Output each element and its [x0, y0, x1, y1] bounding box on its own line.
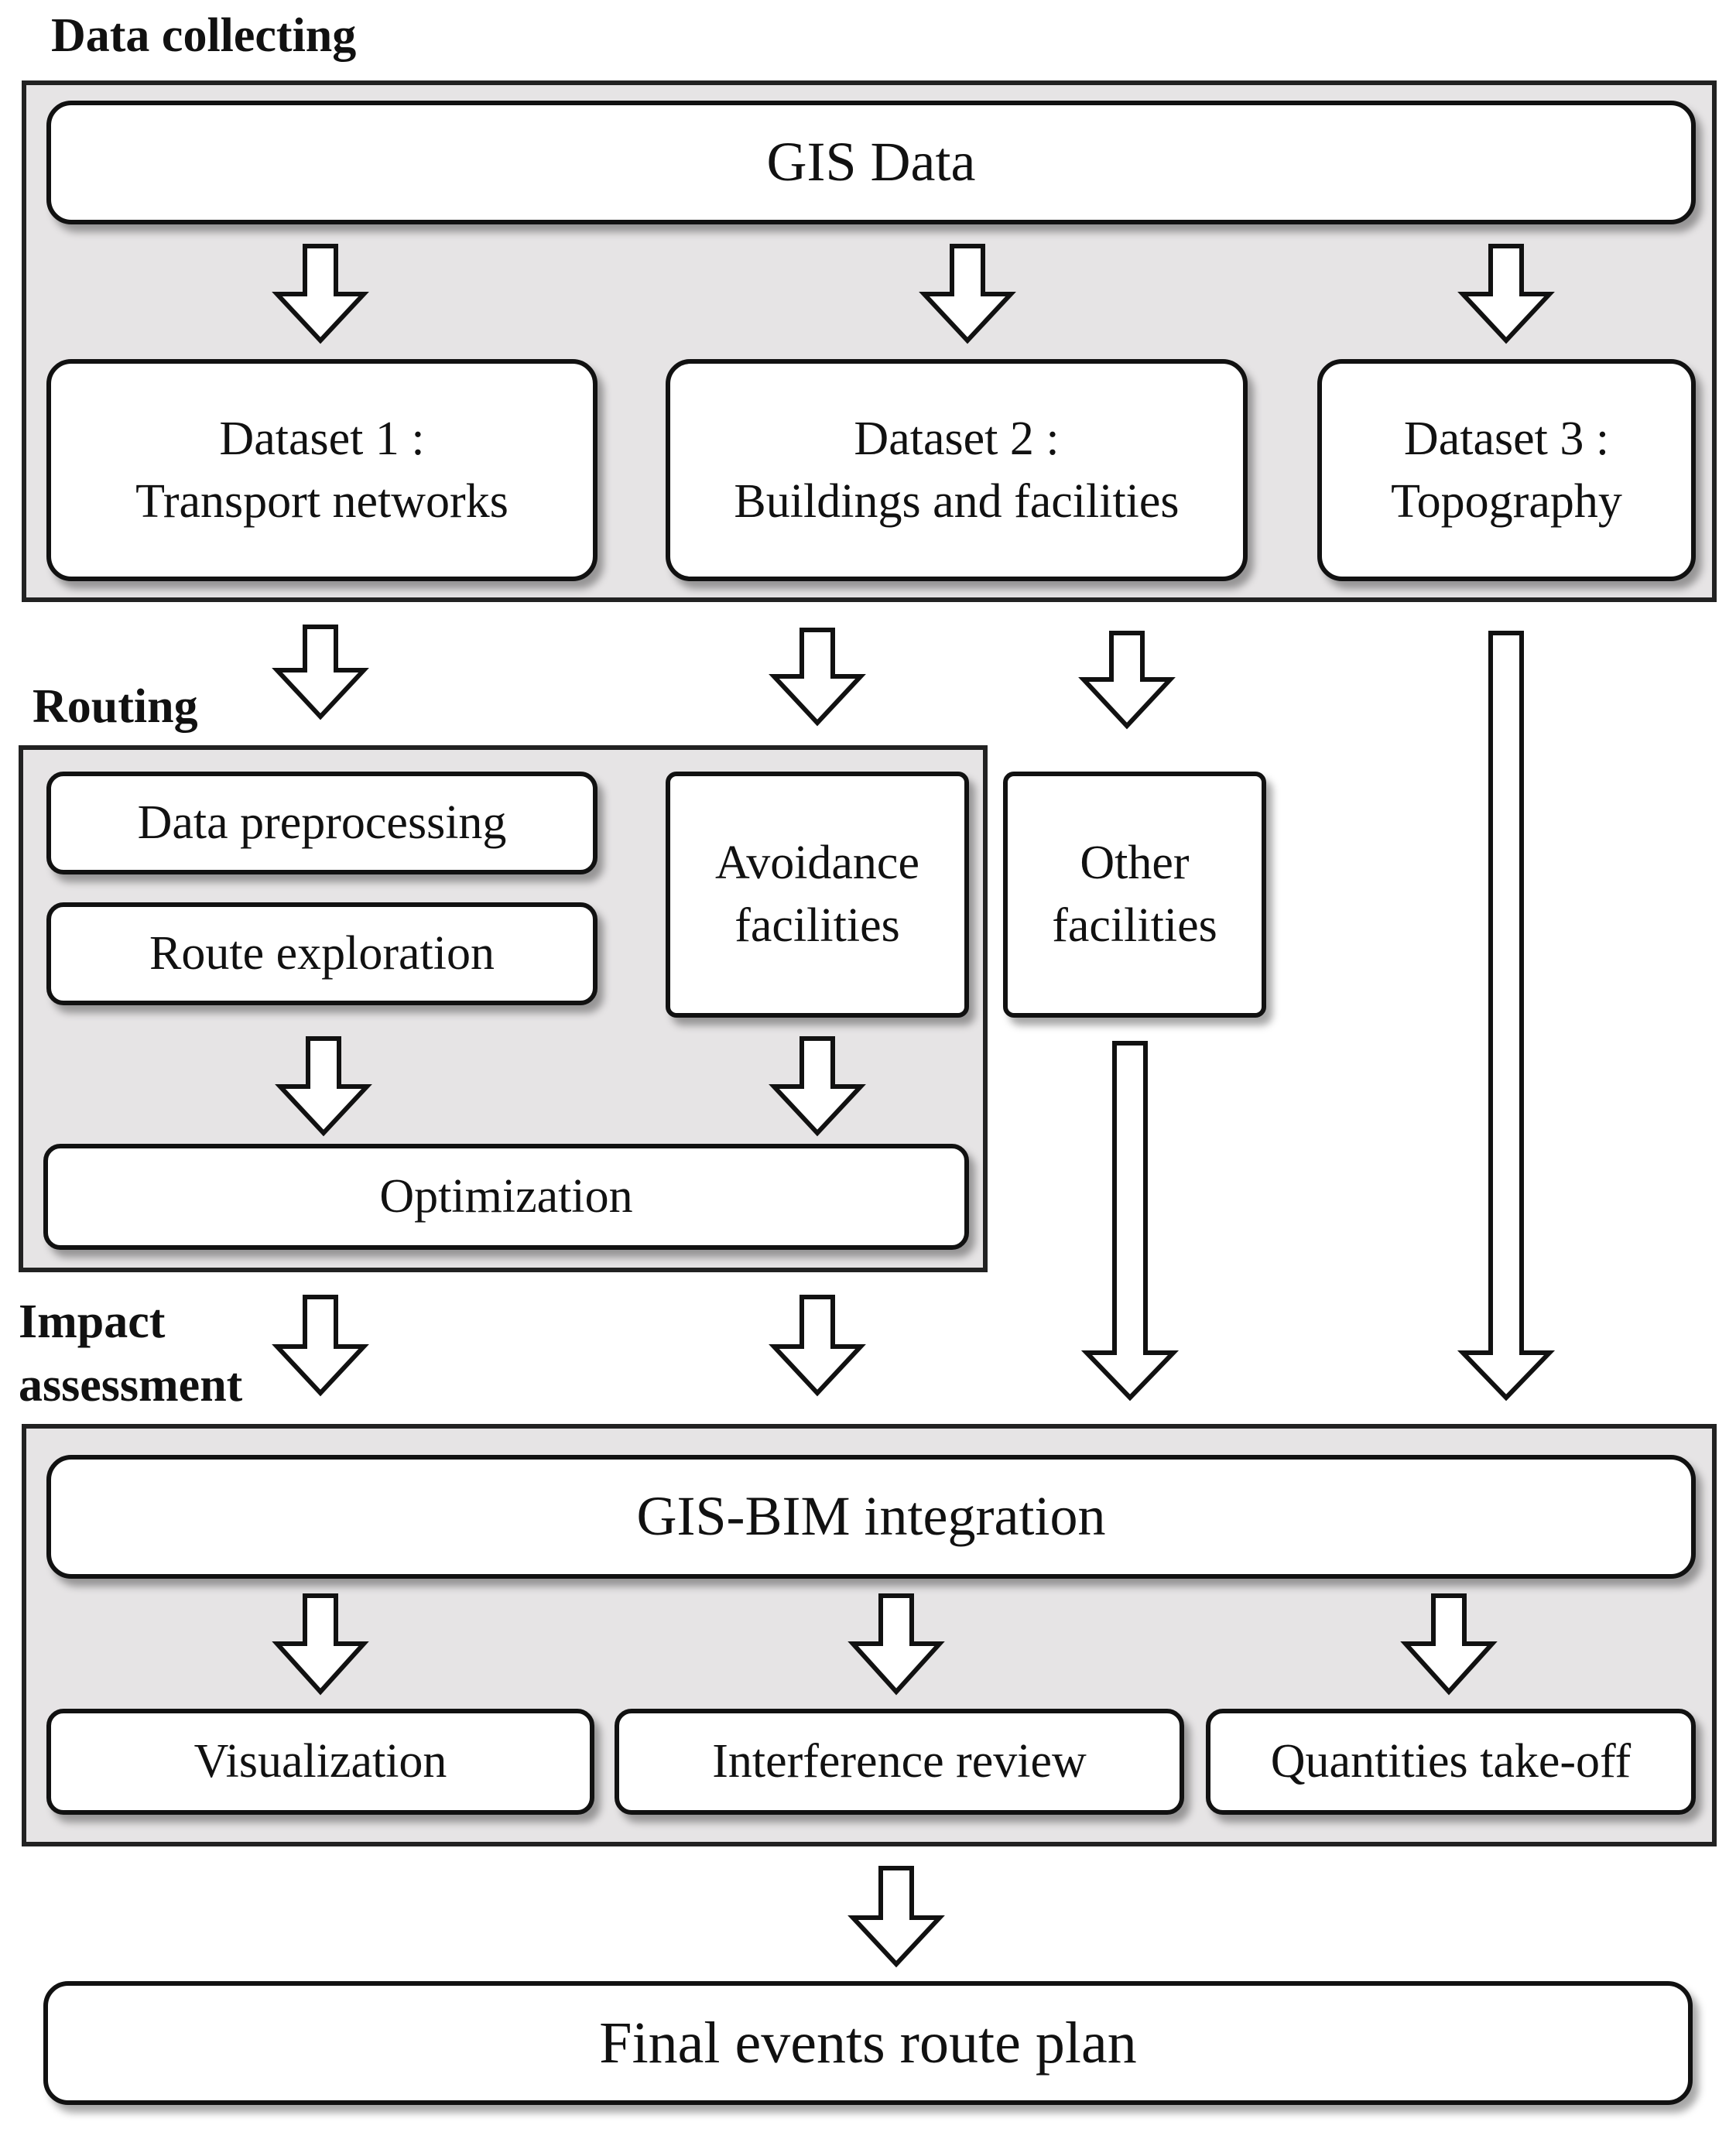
gis-data-label: GIS Data [766, 131, 976, 193]
other-facilities-line1: Other [1080, 837, 1190, 890]
avoidance-facilities-line2: facilities [734, 899, 900, 952]
section-title-impact-line2: assessment [19, 1359, 243, 1412]
gis-data-box: GIS Data [46, 101, 1696, 224]
quantities-takeoff-box: Quantities take-off [1206, 1709, 1696, 1815]
dataset-3-title: Dataset 3 : [1403, 412, 1610, 465]
dataset-2-subtitle: Buildings and facilities [734, 474, 1180, 528]
avoidance-facilities-line1: Avoidance [715, 837, 919, 890]
arrow-optimization-to-impact-right [769, 1295, 866, 1397]
dataset-2-title: Dataset 2 : [854, 412, 1060, 465]
avoidance-facilities-box: Avoidance facilities [666, 772, 969, 1018]
section-title-data-collecting: Data collecting [51, 9, 357, 62]
final-route-plan-box: Final events route plan [43, 1981, 1693, 2105]
gis-bim-integration-box: GIS-BIM integration [46, 1455, 1696, 1579]
route-exploration-box: Route exploration [46, 902, 597, 1005]
dataset-1-title: Dataset 1 : [219, 412, 425, 465]
other-facilities-line2: facilities [1052, 899, 1217, 952]
optimization-box: Optimization [43, 1144, 969, 1250]
dataset-1-box: Dataset 1 : Transport networks [46, 359, 597, 581]
dataset-1-subtitle: Transport networks [135, 474, 508, 528]
interference-review-label: Interference review [712, 1735, 1087, 1788]
route-exploration-label: Route exploration [149, 927, 495, 981]
section-title-impact-line1: Impact [19, 1295, 166, 1348]
interference-review-box: Interference review [615, 1709, 1184, 1815]
dataset-3-box: Dataset 3 : Topography [1317, 359, 1696, 581]
optimization-label: Optimization [379, 1170, 633, 1224]
arrow-dataset1-to-routing [272, 625, 369, 720]
gis-bim-integration-label: GIS-BIM integration [636, 1485, 1106, 1548]
data-preprocessing-label: Data preprocessing [137, 796, 507, 850]
final-route-plan-label: Final events route plan [599, 2010, 1137, 2076]
arrow-dataset2-to-other [1078, 631, 1176, 730]
arrow-other-to-impact [1080, 1041, 1180, 1401]
arrow-dataset3-to-impact [1457, 631, 1556, 1401]
quantities-takeoff-label: Quantities take-off [1270, 1735, 1632, 1788]
arrow-dataset2-to-avoidance [769, 628, 866, 727]
other-facilities-box: Other facilities [1003, 772, 1266, 1018]
data-preprocessing-box: Data preprocessing [46, 772, 597, 874]
visualization-box: Visualization [46, 1709, 594, 1815]
section-title-routing: Routing [33, 680, 198, 733]
arrow-impact-to-final [847, 1866, 945, 1968]
visualization-label: Visualization [193, 1735, 447, 1788]
arrow-optimization-to-impact-left [272, 1295, 369, 1397]
dataset-2-box: Dataset 2 : Buildings and facilities [666, 359, 1248, 581]
dataset-3-subtitle: Topography [1391, 474, 1622, 528]
